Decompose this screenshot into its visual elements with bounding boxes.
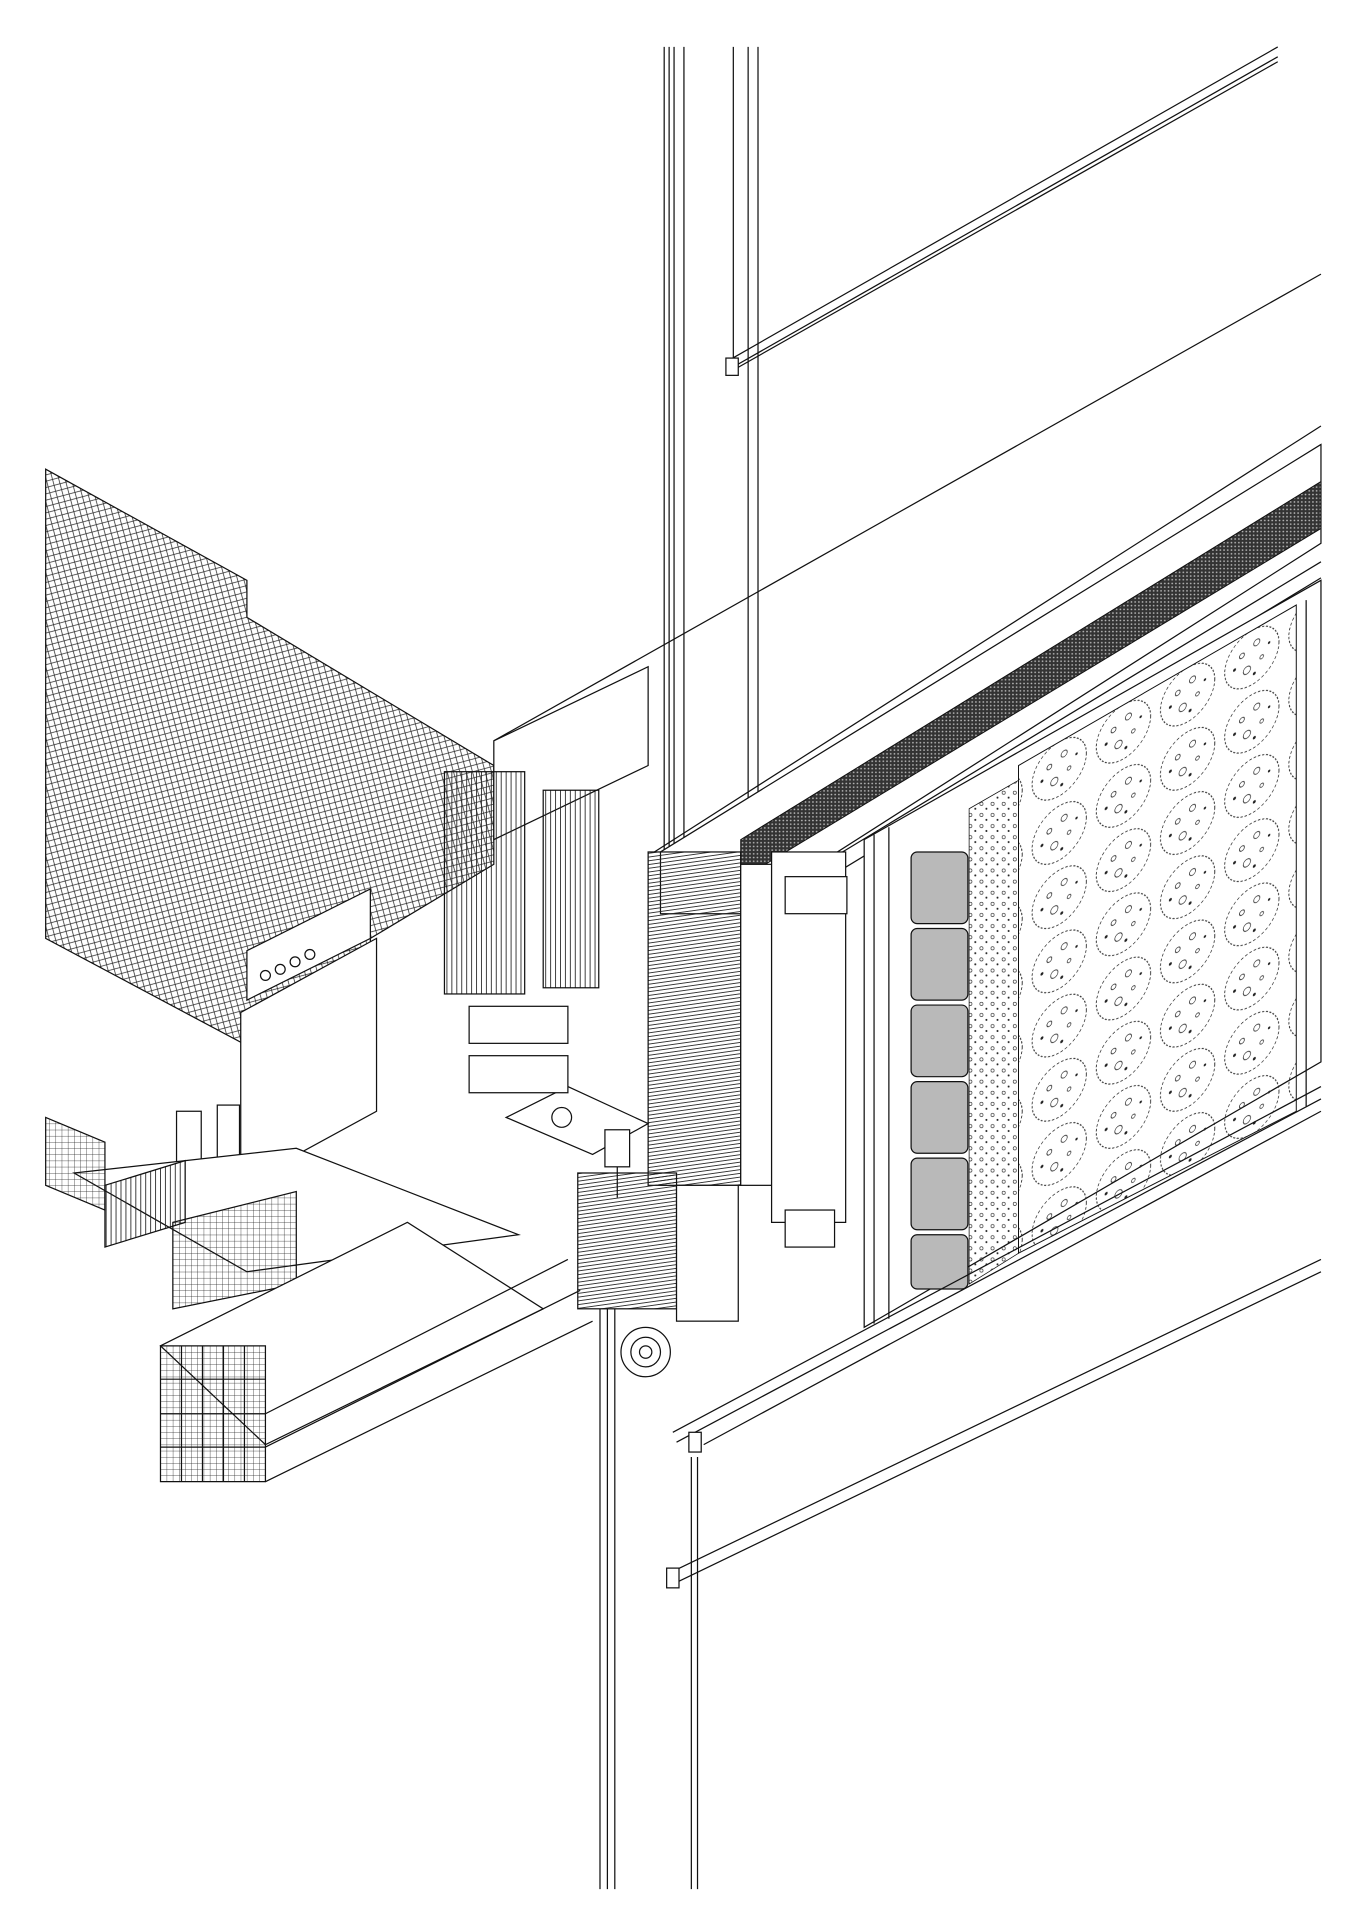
lower-glazing-rails [666,1086,1322,1589]
lower-mullion-lines [599,1308,699,1890]
grey-tile-column [910,851,969,1290]
facade-panel [863,579,1322,1329]
upper-glazing-rail [725,46,1279,376]
upper-slab-block [443,665,649,1094]
insulated-edge-blocks [577,851,848,1378]
steel-bracket [504,1085,650,1198]
timber-joist-bundle [159,1221,593,1483]
upper-mullion-lines [663,46,759,852]
